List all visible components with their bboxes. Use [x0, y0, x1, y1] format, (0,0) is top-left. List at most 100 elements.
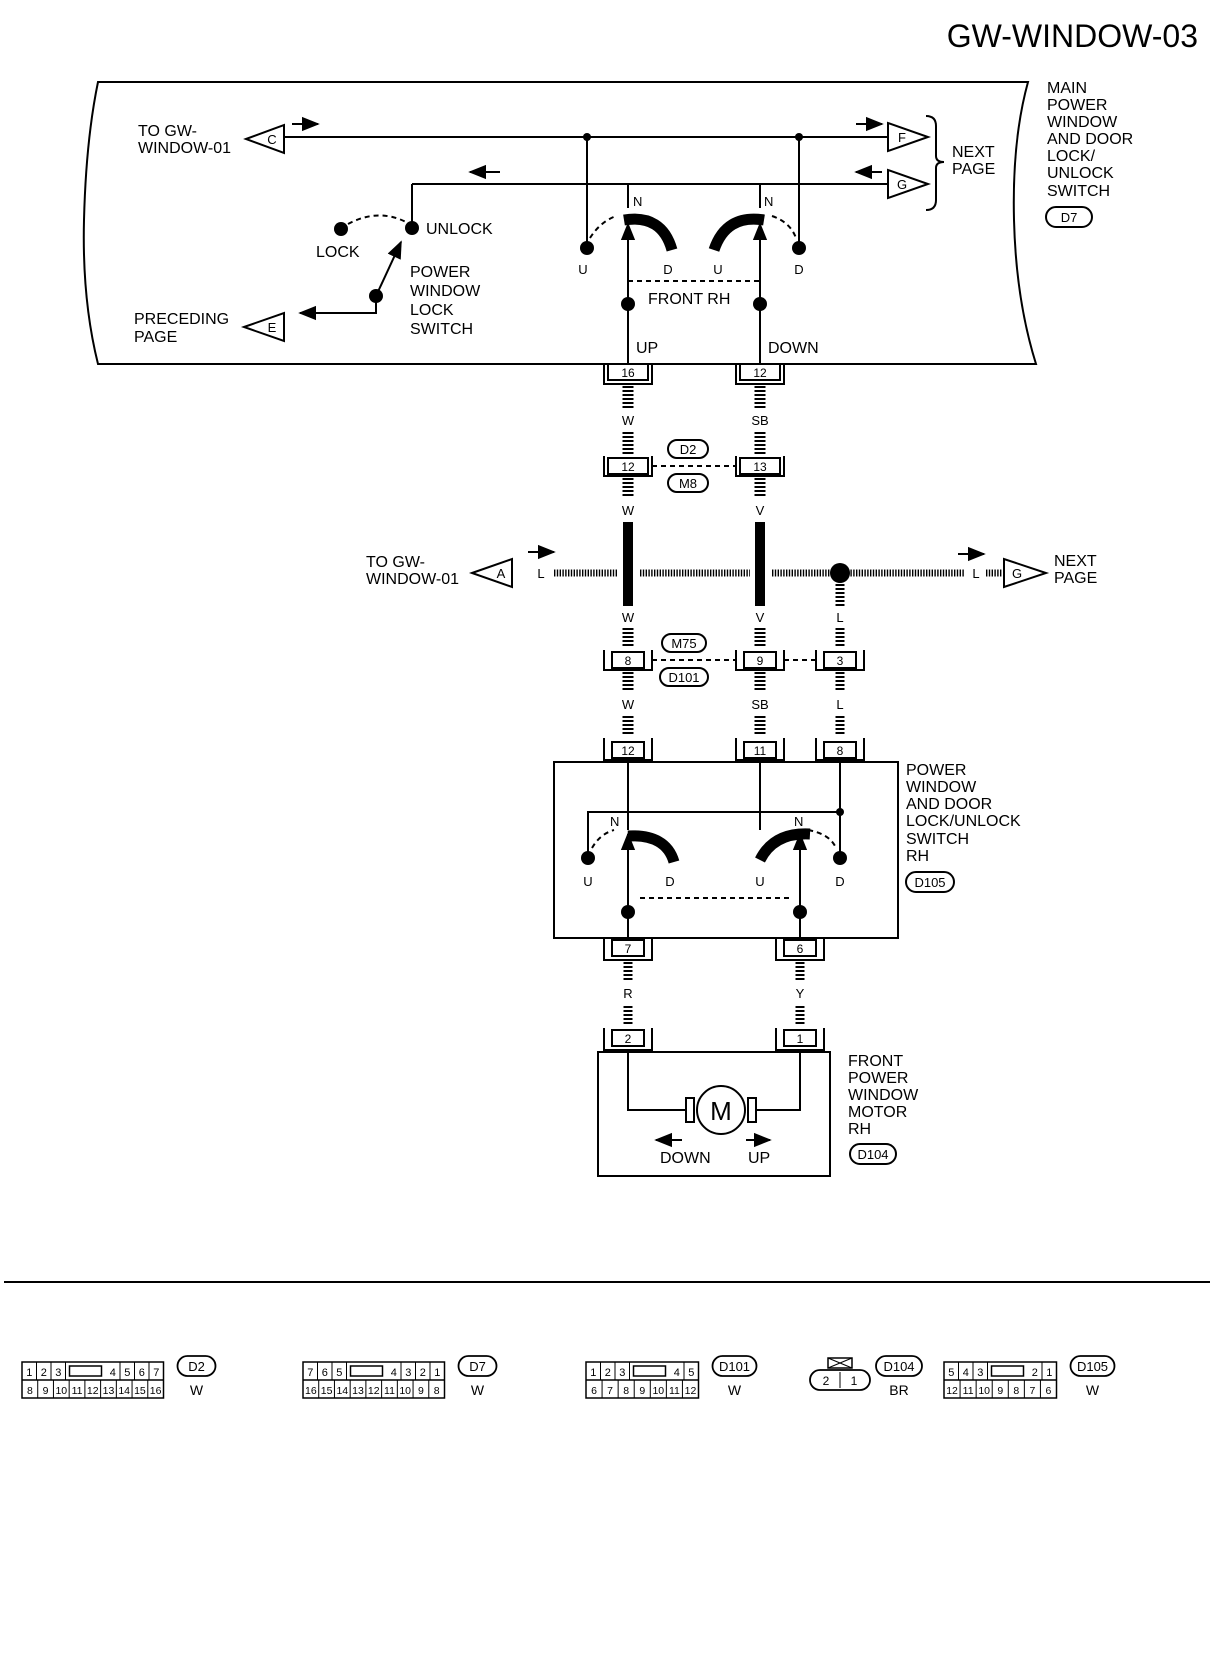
svg-text:9: 9	[757, 654, 764, 668]
bus-right-label: NEXT PAGE	[1054, 553, 1101, 587]
pin-number: 1	[590, 1367, 596, 1379]
connector-code: D7	[469, 1359, 486, 1374]
rh-d-label-2: D	[835, 874, 844, 889]
connector-g: G	[887, 168, 932, 200]
wire-color-v-1: V	[756, 503, 765, 518]
rh-u-label-1: U	[583, 874, 592, 889]
joint-code-m8: M8	[667, 473, 709, 493]
pin-number: 6	[591, 1385, 597, 1397]
connector-code-oval	[1069, 1355, 1116, 1377]
connector-code: D105	[1077, 1359, 1108, 1374]
svg-text:16: 16	[621, 366, 635, 380]
pin-number: 1	[1046, 1367, 1052, 1379]
motor-code: D104	[849, 1143, 897, 1165]
pin-number: 9	[997, 1385, 1003, 1397]
pin-number: 7	[153, 1367, 159, 1379]
u-label-1: U	[578, 262, 587, 277]
pin-number: 4	[674, 1367, 680, 1379]
svg-text:2: 2	[625, 1032, 632, 1046]
u-label-2: U	[713, 262, 722, 277]
preceding-page-label: PRECEDING PAGE	[134, 311, 234, 346]
motor-pin-1: 1	[775, 1028, 825, 1051]
connector-color: BR	[889, 1382, 908, 1398]
wire-color-sb-1: SB	[751, 413, 768, 428]
pin-number: 8	[1013, 1385, 1019, 1397]
rh-n-label-right: N	[794, 814, 803, 829]
pin-number: 3	[619, 1367, 625, 1379]
rh-pin-8: 8	[815, 738, 865, 761]
rh-switch-code: D105	[905, 871, 955, 893]
pin-number: 6	[1046, 1385, 1052, 1397]
joint-pin-13: 13	[735, 456, 785, 477]
pin-number: 5	[124, 1367, 130, 1379]
svg-text:6: 6	[797, 942, 804, 956]
joint2-code-m75: M75	[661, 633, 707, 653]
pin-number: 15	[134, 1385, 146, 1397]
lock-switch-label: POWER WINDOW LOCK SWITCH	[410, 264, 485, 338]
connector-code-oval	[875, 1355, 923, 1377]
wire-color-w-1: W	[622, 413, 635, 428]
pin-number: 14	[336, 1385, 348, 1397]
bus-left-label: TO GW- WINDOW-01	[366, 554, 459, 588]
pin-number: 11	[72, 1385, 83, 1397]
pin-number: 7	[1029, 1385, 1035, 1397]
svg-text:8: 8	[625, 654, 632, 668]
motor-letter: M	[710, 1096, 732, 1126]
pin-number: 4	[110, 1367, 116, 1379]
pin-number: 8	[623, 1385, 629, 1397]
pin-number: 14	[118, 1385, 130, 1397]
motor-symbol	[696, 1085, 746, 1135]
unlock-label: UNLOCK	[426, 221, 493, 238]
svg-text:F: F	[898, 130, 906, 145]
page-title: GW-WINDOW-03	[947, 18, 1198, 54]
pin-number: 1	[26, 1367, 32, 1379]
motor-label: FRONT POWER WINDOW MOTOR RH	[848, 1053, 923, 1138]
svg-text:7: 7	[625, 942, 632, 956]
rh-u-label-2: U	[755, 874, 764, 889]
joint-pin-12: 12	[603, 456, 653, 477]
pin-number: 16	[305, 1385, 317, 1397]
svg-text:C: C	[267, 132, 276, 147]
svg-text:1: 1	[797, 1032, 804, 1046]
pin-number: 7	[607, 1385, 613, 1397]
svg-text:12: 12	[621, 460, 635, 474]
svg-text:D104: D104	[857, 1147, 888, 1162]
wire-color-y: Y	[796, 986, 805, 1001]
rh-pin-6: 6	[775, 938, 825, 961]
joint2-code-d101: D101	[659, 667, 709, 687]
pin-number: 10	[652, 1385, 664, 1397]
bus-color-l-left: L	[537, 566, 544, 581]
svg-text:G: G	[897, 177, 907, 192]
connector-c: C	[243, 123, 285, 155]
main-switch-code: D7	[1045, 206, 1093, 228]
pin-number: 12	[685, 1385, 697, 1397]
pin-number: 9	[639, 1385, 645, 1397]
n-label-left: N	[633, 194, 642, 209]
pin-number: 4	[963, 1367, 969, 1379]
rh-n-label-left: N	[610, 814, 619, 829]
wire-color-w-2: W	[622, 503, 635, 518]
connector-g-bus: G	[1003, 557, 1050, 589]
connector-color: W	[1086, 1382, 1100, 1398]
svg-text:3: 3	[837, 654, 844, 668]
rh-switch-block: 12 11 8 POWER WINDOW AND DOOR LOCK/UNLOC…	[553, 738, 1021, 1026]
pin-number: 8	[27, 1385, 33, 1397]
svg-text:D101: D101	[668, 670, 699, 685]
d-label-1: D	[663, 262, 672, 277]
wire-color-sb-2: SB	[751, 697, 768, 712]
svg-text:D7: D7	[1061, 210, 1078, 225]
up-label: UP	[636, 340, 658, 357]
rh-pin-12: 12	[603, 738, 653, 761]
wire-color-w-4: W	[622, 697, 635, 712]
pin-12: 12	[735, 363, 785, 385]
svg-text:M8: M8	[679, 476, 697, 491]
motor-down-label: DOWN	[660, 1150, 711, 1167]
pin-number: 13	[352, 1385, 364, 1397]
pin-number: 5	[336, 1367, 342, 1379]
pin-number: 11	[963, 1385, 974, 1397]
svg-text:13: 13	[753, 460, 767, 474]
pin-number: 15	[321, 1385, 333, 1397]
pin-number: 4	[391, 1367, 397, 1379]
pin-number: 2	[1032, 1367, 1038, 1379]
